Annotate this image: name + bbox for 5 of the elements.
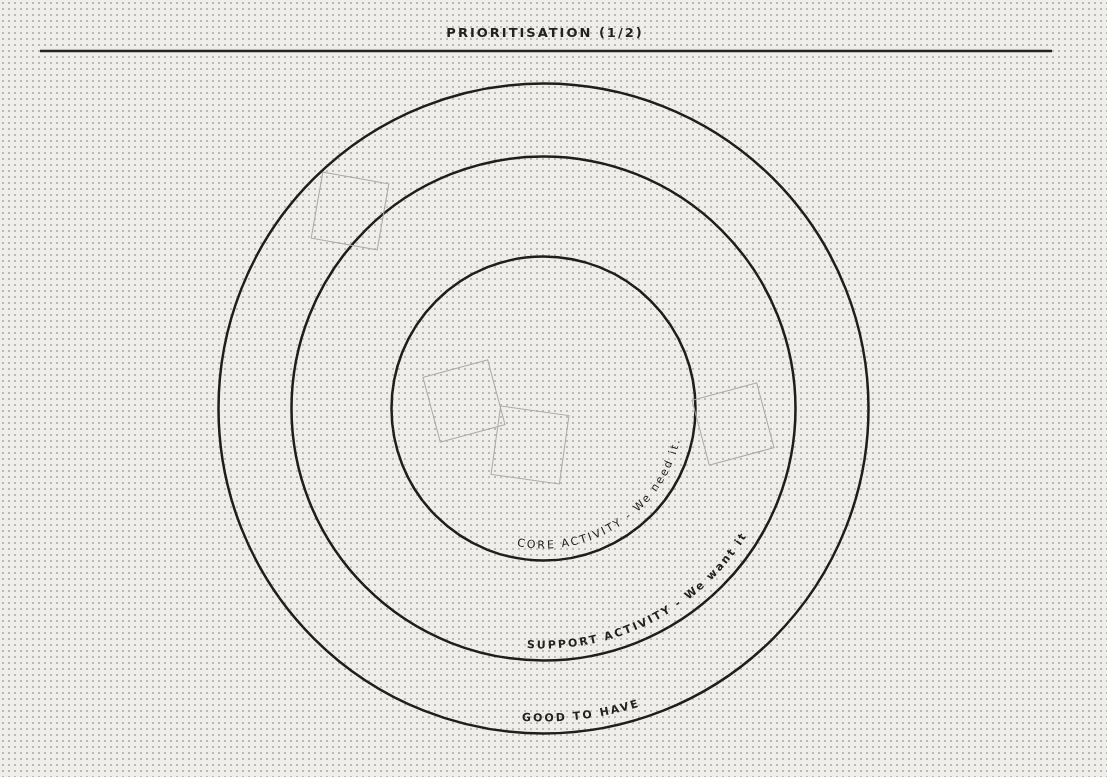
target-ring	[216, 81, 870, 735]
page-title: PRIORITISATION (1/2)	[445, 25, 645, 40]
target-ring	[289, 154, 797, 662]
target-ring	[389, 254, 697, 562]
ring-label: GOOD TO HAVE	[521, 695, 642, 725]
